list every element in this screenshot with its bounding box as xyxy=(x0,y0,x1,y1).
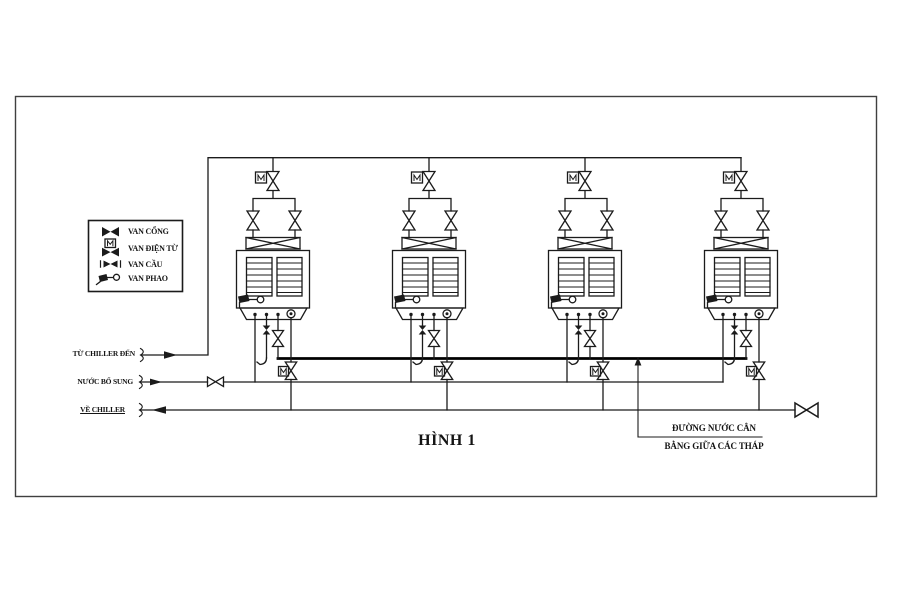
solenoid-valve-icon xyxy=(102,238,119,257)
pipe-break-symbol xyxy=(138,402,143,418)
makeup-flow-arrow xyxy=(150,378,162,386)
equalizer-leader-arrow xyxy=(634,357,642,366)
makeup-gate-valve-icon xyxy=(206,375,225,388)
float-valve-icon xyxy=(95,273,121,286)
supply-line-label: TỪ CHILLER ĐẾN xyxy=(72,349,136,358)
equalizer-label-line2: BẰNG GIỮA CÁC THÁP xyxy=(664,440,764,451)
legend-box xyxy=(87,219,184,293)
equalizer-leader-line xyxy=(637,362,763,438)
legend-item-globe-valve: VAN CẦU xyxy=(128,259,163,269)
cooling-tower-4 xyxy=(703,157,779,411)
supply-pipe xyxy=(141,157,742,356)
supply-flow-arrow xyxy=(164,351,177,359)
return-line-label: VỀ CHILLER xyxy=(80,404,125,414)
return-end-valve-icon xyxy=(794,401,819,419)
legend-item-gate-valve: VAN CỔNG xyxy=(128,227,169,236)
cooling-tower-1 xyxy=(235,157,311,411)
figure-caption: HÌNH 1 xyxy=(418,432,476,449)
globe-valve-icon xyxy=(99,260,122,268)
cooling-tower-3 xyxy=(547,157,623,411)
legend-item-float-valve: VAN PHAO xyxy=(128,273,168,283)
equalizer-label-line1: ĐƯỜNG NƯỚC CÂN xyxy=(672,422,756,433)
makeup-line-label: NƯỚC BỔ SUNG xyxy=(77,376,133,386)
legend-item-solenoid-valve: VAN ĐIỆN TỪ xyxy=(128,243,178,253)
return-flow-arrow xyxy=(152,406,166,414)
cooling-tower-2 xyxy=(391,157,467,411)
pipe-break-symbol xyxy=(139,347,144,363)
pipe-break-symbol xyxy=(138,374,143,390)
gate-valve-icon xyxy=(102,227,119,237)
drawing-border xyxy=(14,95,878,498)
